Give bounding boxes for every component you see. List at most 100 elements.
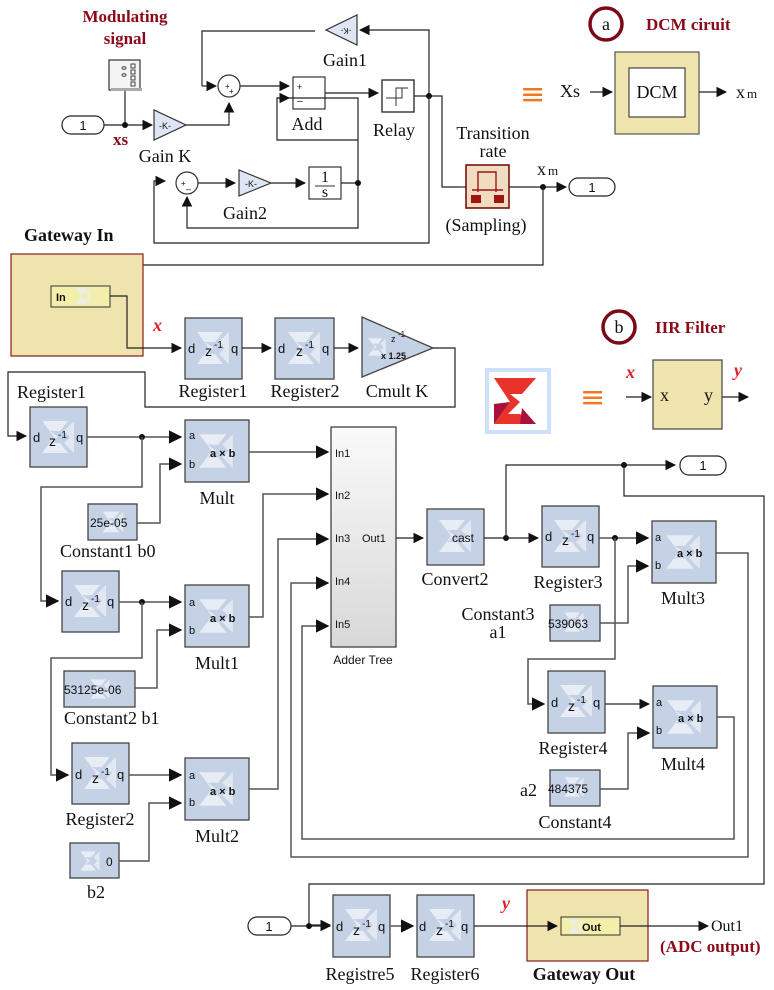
badge-a-circle (588, 6, 624, 42)
register1-block[interactable]: d z -1 q (29, 406, 88, 468)
a1-label: a1 (490, 622, 507, 642)
constant2-block[interactable]: 53125e-06 (63, 670, 136, 708)
registre5-label: Registre5 (326, 964, 395, 984)
relay-block[interactable] (381, 79, 415, 113)
integrator-block[interactable]: 1 s (308, 166, 342, 201)
outport-y[interactable]: 1 (679, 455, 727, 476)
signal-builder-block[interactable] (108, 59, 142, 91)
gateway-out-title: Gateway Out (533, 964, 636, 984)
register6-block[interactable]: d z -1 q (416, 894, 475, 958)
b2-label: b2 (87, 882, 105, 902)
register1-top-block[interactable]: d z -1 q (184, 317, 243, 380)
register6-label: Register6 (411, 964, 480, 984)
svg-text:a: a (655, 532, 662, 544)
mult-block[interactable]: a b a × b (184, 419, 250, 483)
svg-text:s: s (322, 184, 328, 201)
transition-rate-label-2: rate (480, 141, 507, 161)
svg-text:q: q (593, 695, 600, 710)
svg-text:q: q (76, 430, 83, 445)
inport-xs[interactable]: 1 (61, 115, 105, 135)
svg-text:q: q (322, 341, 329, 356)
gateway-out-block[interactable]: Out (560, 916, 621, 936)
gateway-in-block[interactable]: In (50, 285, 111, 308)
register-b1-block[interactable]: d z -1 q (61, 570, 120, 633)
svg-text:53125e-06: 53125e-06 (64, 683, 122, 697)
register1-top-label: Register1 (179, 381, 248, 401)
svg-text:cast: cast (452, 531, 475, 545)
register4-block[interactable]: d z -1 q (547, 670, 606, 734)
constant3-block[interactable]: 539063 (548, 604, 601, 642)
gain-k-block[interactable]: -K- (153, 109, 188, 141)
iir-out-var: y (732, 360, 743, 380)
svg-text:d: d (419, 919, 426, 934)
cmult-block[interactable]: z -1 x 1.25 (361, 316, 435, 378)
svg-text:z: z (568, 698, 575, 714)
svg-text:q: q (117, 767, 124, 782)
svg-text:z: z (562, 532, 569, 548)
mult-label: Mult (199, 488, 234, 508)
gain1-block[interactable]: -K- (324, 14, 358, 46)
sum-block-1[interactable]: ++ (217, 74, 241, 98)
inport-output-chain[interactable]: 1 (247, 916, 292, 936)
svg-text:539063: 539063 (548, 617, 588, 631)
inport-xs-label: 1 (79, 118, 86, 133)
mult3-label: Mult3 (661, 588, 705, 608)
equiv-symbol-b: ≡ (580, 380, 605, 415)
sum-block-2[interactable]: +– (175, 171, 199, 195)
svg-text:In4: In4 (335, 576, 350, 588)
svg-text:z: z (436, 922, 443, 938)
svg-text:x: x (660, 385, 669, 405)
badge-b-circle (601, 309, 637, 345)
constant1-label: Constant1 b0 (60, 541, 156, 561)
register3-block[interactable]: d z -1 q (541, 505, 600, 568)
svg-text:d: d (336, 919, 343, 934)
svg-text:b: b (656, 725, 662, 737)
outport-xm[interactable]: 1 (568, 177, 616, 197)
iir-subsystem-block[interactable]: x y (652, 359, 723, 430)
output-chain: 1 d z -1 q Registre5 d z -1 q Register6 … (247, 889, 761, 984)
gain2-block[interactable]: -K- (238, 169, 273, 197)
svg-text:-1: -1 (91, 594, 100, 605)
convert2-block[interactable]: cast (426, 508, 485, 566)
svg-text:In3: In3 (335, 533, 350, 545)
add-label: Add (292, 114, 323, 134)
rate-transition-block[interactable] (465, 164, 510, 209)
svg-text:a × b: a × b (678, 713, 704, 725)
mult3-block[interactable]: a b a × b (651, 520, 717, 584)
svg-text:x 1.25: x 1.25 (381, 351, 406, 361)
x-label: x (152, 315, 162, 335)
b2-constant-block[interactable]: 0 (69, 842, 120, 879)
adder-tree-block[interactable]: In1 In2 In3 In4 In5 Out1 (330, 426, 397, 648)
svg-text:-1: -1 (305, 340, 314, 351)
add-block[interactable]: +– (292, 76, 326, 110)
panel-b: Gateway In In x d z -1 q Register1 d z -… (7, 225, 750, 442)
registre5-block[interactable]: d z -1 q (332, 894, 391, 958)
svg-text:-1: -1 (445, 919, 454, 930)
mult1-block[interactable]: a b a × b (184, 584, 250, 648)
svg-text:-1: -1 (58, 430, 67, 441)
relay-label: Relay (373, 120, 415, 140)
register2-block[interactable]: d z -1 q (71, 742, 130, 805)
svg-text:a: a (189, 597, 196, 609)
svg-text:d: d (551, 695, 558, 710)
gain1-label: Gain1 (323, 50, 367, 70)
xilinx-logo-icon[interactable] (485, 368, 551, 434)
svg-text:a × b: a × b (210, 613, 236, 625)
mult2-block[interactable]: a b a × b (184, 757, 250, 821)
modulating-signal-title-2: signal (104, 29, 147, 48)
register2-top-block[interactable]: d z -1 q (274, 317, 335, 380)
svg-text:In5: In5 (335, 619, 350, 631)
dcm-subsystem-block[interactable]: DCM (614, 51, 700, 135)
mult4-block[interactable]: a b a × b (652, 685, 718, 749)
svg-text:b: b (655, 560, 661, 572)
constant1-block[interactable]: 25e-05 (87, 503, 138, 541)
svg-text:+: + (181, 179, 186, 188)
svg-text:-K-: -K- (245, 179, 257, 189)
svg-text:-1: -1 (571, 529, 580, 540)
dcm-input-label: Xs (560, 81, 580, 101)
constant4-block[interactable]: 484375 (548, 769, 601, 807)
svg-text:-1: -1 (362, 919, 371, 930)
svg-text:y: y (704, 385, 713, 405)
